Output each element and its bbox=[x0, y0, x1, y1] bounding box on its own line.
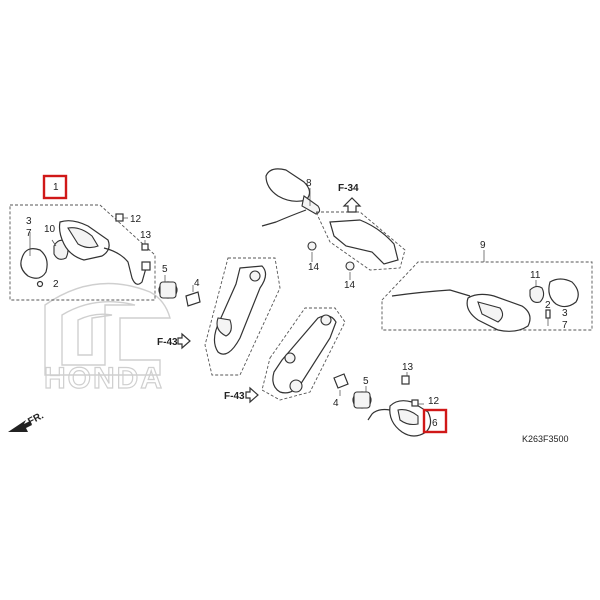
callout-7-left: 7 bbox=[26, 228, 32, 239]
ref-f43b-label: F-43 bbox=[224, 391, 245, 402]
lower-signal-group bbox=[367, 375, 432, 437]
callout-9: 9 bbox=[480, 240, 486, 251]
callout-10: 10 bbox=[44, 224, 56, 235]
callout-2-right: 2 bbox=[545, 300, 551, 311]
right-signal-group bbox=[381, 261, 593, 332]
diagram-code: K263F3500 bbox=[522, 434, 569, 444]
callout-13-right: 13 bbox=[402, 362, 414, 373]
callout-12-right: 12 bbox=[428, 396, 440, 407]
callout-6: 6 bbox=[432, 418, 438, 429]
front-direction-indicator: FR. bbox=[8, 410, 46, 432]
ref-f43b-arrow-icon bbox=[245, 386, 259, 404]
front-arrow-icon bbox=[8, 420, 32, 432]
callout-1: 1 bbox=[53, 182, 59, 193]
reference-f43-b: F-43 bbox=[224, 386, 259, 404]
ref-f43a-label: F-43 bbox=[157, 337, 178, 348]
left-signal-group bbox=[9, 204, 156, 301]
highlight-box-6 bbox=[422, 408, 448, 434]
reference-f34: F-34 bbox=[338, 183, 362, 213]
mirror-group bbox=[261, 168, 406, 271]
callout-4-left: 4 bbox=[194, 278, 200, 289]
ref-f43a-arrow-icon bbox=[177, 332, 191, 350]
ref-f34-arrow-icon bbox=[342, 197, 362, 213]
callout-14-b: 14 bbox=[344, 280, 356, 291]
watermark-honda-text: HONDA bbox=[44, 362, 164, 395]
callout-5-right: 5 bbox=[363, 376, 369, 387]
callout-2-left: 2 bbox=[53, 279, 59, 290]
callout-14-a: 14 bbox=[308, 262, 320, 273]
callout-7-right: 7 bbox=[562, 320, 568, 331]
honda-watermark: HONDA bbox=[43, 282, 171, 396]
callout-8: 8 bbox=[306, 178, 312, 189]
reference-f43-a: F-43 bbox=[157, 332, 191, 350]
callout-5-left: 5 bbox=[162, 264, 168, 275]
callout-4-right: 4 bbox=[333, 398, 339, 409]
ref-f34-label: F-34 bbox=[338, 183, 359, 194]
callout-3-right: 3 bbox=[562, 308, 568, 319]
front-label: FR. bbox=[26, 410, 46, 427]
highlight-box-1 bbox=[42, 174, 68, 200]
callout-13-left: 13 bbox=[140, 230, 152, 241]
callouts: 1 3 7 10 12 13 2 5 4 8 14 14 9 11 2 3 7 … bbox=[26, 178, 568, 429]
callout-12-left: 12 bbox=[130, 214, 142, 225]
inner-brackets bbox=[158, 257, 372, 409]
leader-lines bbox=[29, 188, 549, 405]
callout-11: 11 bbox=[530, 270, 541, 281]
callout-3-left: 3 bbox=[26, 216, 32, 227]
